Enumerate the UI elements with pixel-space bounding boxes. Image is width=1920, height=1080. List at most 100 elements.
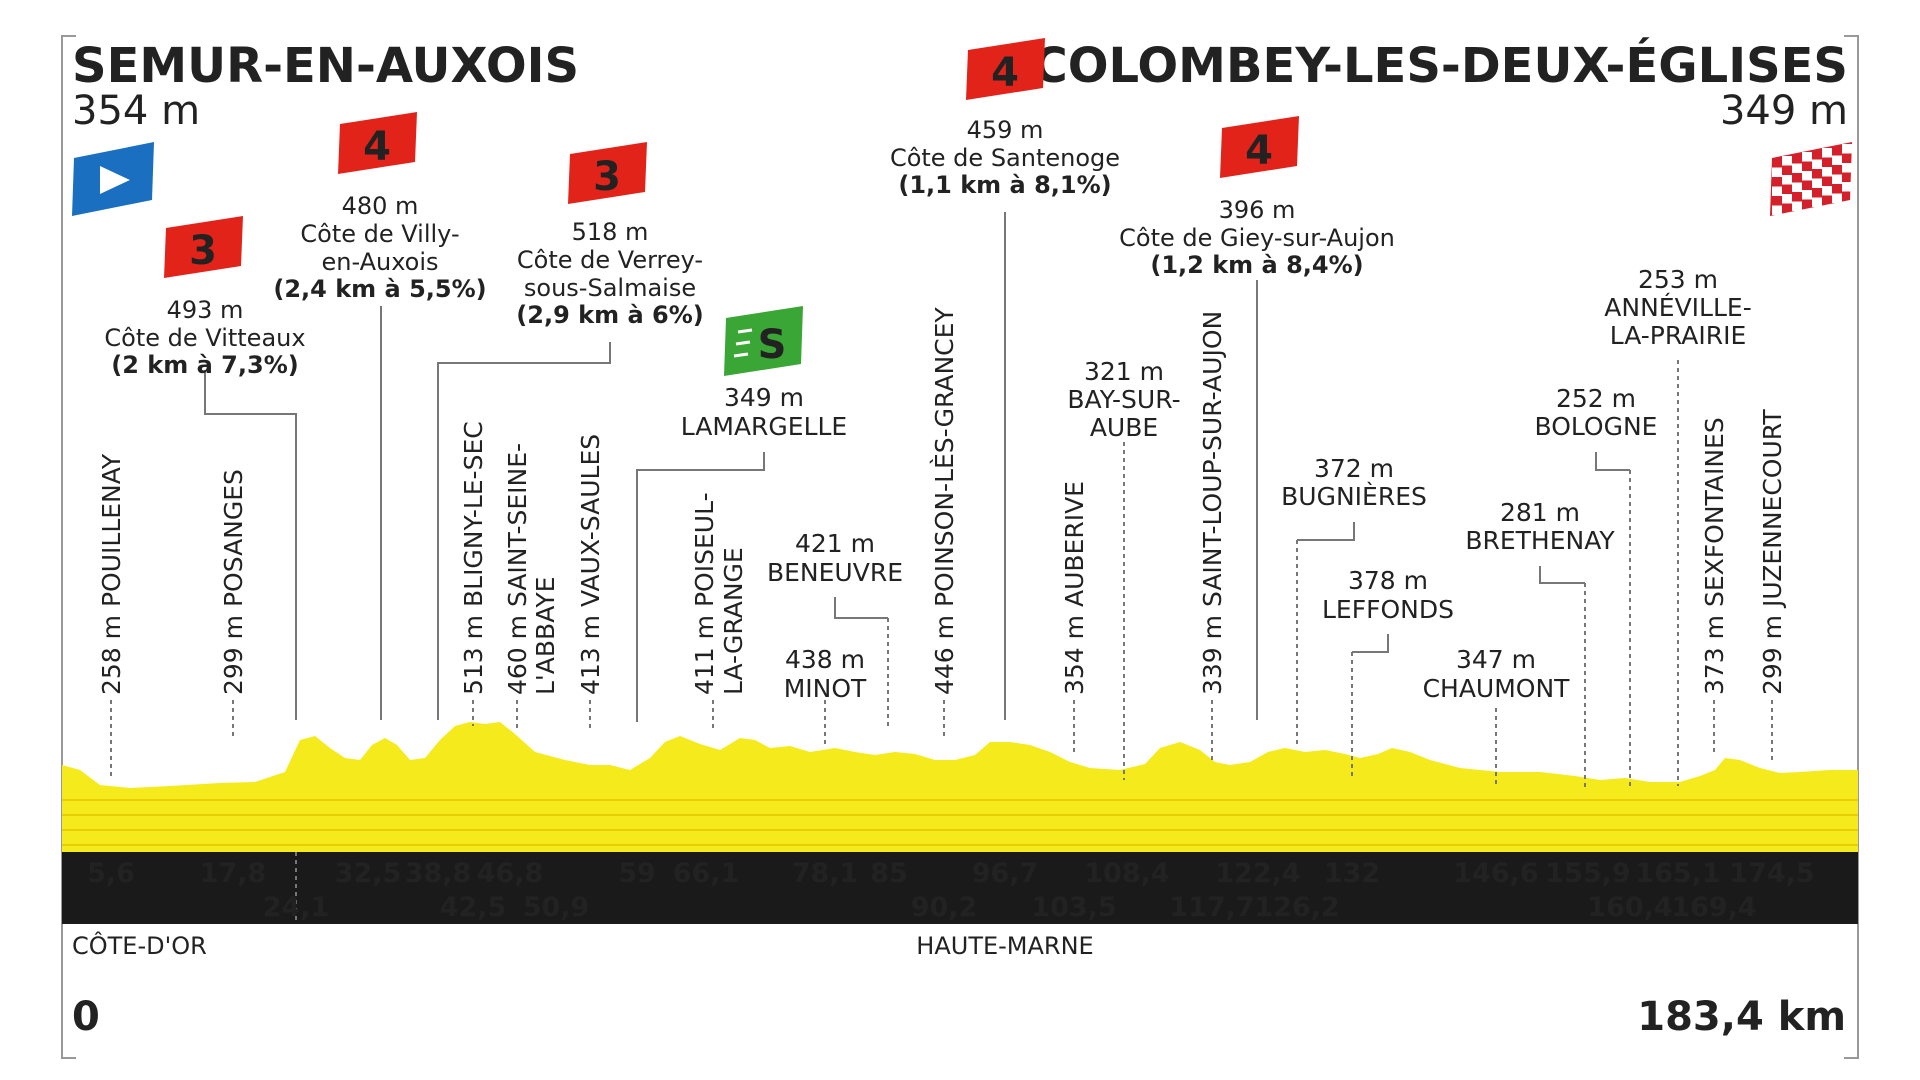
town-saint-loup: 339 m SAINT-LOUP-SUR-AUJON xyxy=(1198,311,1227,695)
svg-text:Côte de Vitteaux: Côte de Vitteaux xyxy=(104,324,305,352)
svg-text:(2,4 km à 5,5%): (2,4 km à 5,5%) xyxy=(273,275,486,303)
svg-text:321 m: 321 m xyxy=(1084,357,1164,386)
svg-text:MINOT: MINOT xyxy=(784,674,867,703)
town-anneville: 253 m ANNÉVILLE- LA-PRAIRIE xyxy=(1604,265,1751,350)
svg-text:459 m: 459 m xyxy=(967,116,1044,144)
department-cote-dor: CÔTE-D'OR xyxy=(72,930,207,960)
svg-text:42,5: 42,5 xyxy=(440,892,507,923)
start-flag-icon xyxy=(72,142,154,216)
svg-text:BRETHENAY: BRETHENAY xyxy=(1465,526,1615,555)
sprint-label-lamargelle: 349 m LAMARGELLE xyxy=(681,383,847,441)
finish-flag-square xyxy=(1822,148,1832,158)
town-vaux-saules: 413 m VAUX-SAULES xyxy=(576,434,605,695)
finish-flag-square xyxy=(1812,159,1822,169)
svg-text:(2 km à 7,3%): (2 km à 7,3%) xyxy=(111,351,298,379)
finish-flag-square xyxy=(1792,201,1802,211)
km-bottom-labels: 24,1 42,5 50,9 90,2 103,5 117,7 126,2 16… xyxy=(263,892,1757,923)
distance-start: 0 xyxy=(72,994,100,1040)
town-poiseul-2: LA-GRANGE xyxy=(719,547,748,695)
finish-flag-square xyxy=(1772,167,1782,177)
finish-flag-square xyxy=(1832,193,1842,203)
svg-text:4: 4 xyxy=(363,124,391,170)
svg-text:Côte de Villy-: Côte de Villy- xyxy=(300,220,459,248)
finish-flag-square xyxy=(1812,197,1822,207)
climb-badge-giey: 4 xyxy=(1220,116,1299,178)
svg-text:LAMARGELLE: LAMARGELLE xyxy=(681,412,847,441)
finish-city: COLOMBEY-LES-DEUX-ÉGLISES xyxy=(1032,37,1848,94)
svg-text:165,1: 165,1 xyxy=(1635,858,1720,889)
elevation-profile xyxy=(62,722,1858,852)
svg-text:46,8: 46,8 xyxy=(477,858,544,889)
svg-text:174,5: 174,5 xyxy=(1729,858,1814,889)
svg-text:169,4: 169,4 xyxy=(1671,892,1756,923)
svg-text:3: 3 xyxy=(189,228,217,274)
climb-badge-verrey: 3 xyxy=(568,142,647,204)
svg-text:372 m: 372 m xyxy=(1314,454,1394,483)
sprint-badge-icon: S xyxy=(724,306,803,376)
svg-text:sous-Salmaise: sous-Salmaise xyxy=(524,274,696,302)
svg-text:252 m: 252 m xyxy=(1556,384,1636,413)
svg-text:438 m: 438 m xyxy=(785,645,865,674)
town-poinson: 446 m POINSON-LÈS-GRANCEY xyxy=(930,307,959,695)
climb-label-giey: 396 m Côte de Giey-sur-Aujon (1,2 km à 8… xyxy=(1119,196,1395,279)
svg-text:24,1: 24,1 xyxy=(263,892,330,923)
svg-text:493 m: 493 m xyxy=(167,296,244,324)
svg-text:378 m: 378 m xyxy=(1348,566,1428,595)
svg-text:BOLOGNE: BOLOGNE xyxy=(1535,412,1658,441)
svg-text:LA-PRAIRIE: LA-PRAIRIE xyxy=(1610,321,1747,350)
svg-text:AUBE: AUBE xyxy=(1090,413,1158,442)
svg-text:CHAUMONT: CHAUMONT xyxy=(1423,674,1571,703)
climb-label-villy: 480 m Côte de Villy- en-Auxois (2,4 km à… xyxy=(273,192,486,303)
start-city: SEMUR-EN-AUXOIS xyxy=(72,38,579,94)
town-chaumont: 347 m CHAUMONT xyxy=(1423,645,1571,703)
svg-text:BAY-SUR-: BAY-SUR- xyxy=(1067,385,1180,414)
svg-text:Côte de Santenoge: Côte de Santenoge xyxy=(890,144,1120,172)
finish-flag-square xyxy=(1782,175,1792,185)
svg-text:ANNÉVILLE-: ANNÉVILLE- xyxy=(1604,293,1751,322)
frame xyxy=(61,35,1859,1059)
svg-text:396 m: 396 m xyxy=(1219,196,1296,224)
town-saint-seine: 460 m SAINT-SEINE- xyxy=(503,443,532,695)
finish-flag-square xyxy=(1802,171,1812,181)
svg-text:Côte de Verrey-: Côte de Verrey- xyxy=(517,246,703,274)
department-haute-marne: HAUTE-MARNE xyxy=(916,932,1093,960)
town-sexfontaines: 373 m SEXFONTAINES xyxy=(1700,417,1729,695)
finish-flag-square xyxy=(1822,167,1832,177)
finish-flag-square xyxy=(1782,156,1792,166)
town-auberive: 354 m AUBERIVE xyxy=(1060,481,1089,695)
svg-text:347 m: 347 m xyxy=(1456,645,1536,674)
town-poiseul: 411 m POISEUL- xyxy=(690,492,719,695)
svg-text:90,2: 90,2 xyxy=(911,892,978,923)
svg-text:146,6: 146,6 xyxy=(1453,858,1538,889)
climb-label-vitteaux: 493 m Côte de Vitteaux (2 km à 7,3%) xyxy=(104,296,305,379)
finish-flag-icon xyxy=(1770,142,1852,216)
finish-flag-square xyxy=(1822,186,1832,196)
svg-text:518 m: 518 m xyxy=(572,218,649,246)
svg-text:103,5: 103,5 xyxy=(1031,892,1116,923)
svg-text:349 m: 349 m xyxy=(724,383,804,412)
finish-flag-square xyxy=(1802,190,1812,200)
town-pouillenay: 258 m POUILLENAY xyxy=(97,453,126,695)
finish-flag-square xyxy=(1772,186,1782,196)
svg-text:4: 4 xyxy=(991,50,1019,96)
climb-badge-villy: 4 xyxy=(338,112,417,174)
svg-text:78,1: 78,1 xyxy=(792,858,859,889)
svg-text:281 m: 281 m xyxy=(1500,498,1580,527)
climb-badge-santenoge: 4 xyxy=(966,38,1045,100)
vertical-town-labels: 258 m POUILLENAY 299 m POSANGES 513 m BL… xyxy=(97,307,1787,695)
town-juzennecourt: 299 m JUZENNECOURT xyxy=(1758,409,1787,695)
svg-text:17,8: 17,8 xyxy=(200,858,267,889)
town-leffonds: 378 m LEFFONDS xyxy=(1322,566,1454,624)
horizontal-town-labels: 421 m BENEUVRE 438 m MINOT 321 m BAY-SUR… xyxy=(767,265,1752,703)
svg-text:85: 85 xyxy=(870,858,908,889)
svg-text:BUGNIÈRES: BUGNIÈRES xyxy=(1281,482,1427,511)
town-bugnieres: 372 m BUGNIÈRES xyxy=(1281,454,1427,511)
svg-text:160,4: 160,4 xyxy=(1587,892,1672,923)
town-beneuvre: 421 m BENEUVRE xyxy=(767,529,903,587)
town-saint-seine-2: L'ABBAYE xyxy=(531,577,560,695)
start-altitude: 354 m xyxy=(72,88,200,134)
town-posanges: 299 m POSANGES xyxy=(219,469,248,695)
svg-text:BENEUVRE: BENEUVRE xyxy=(767,558,903,587)
svg-text:108,4: 108,4 xyxy=(1084,858,1169,889)
